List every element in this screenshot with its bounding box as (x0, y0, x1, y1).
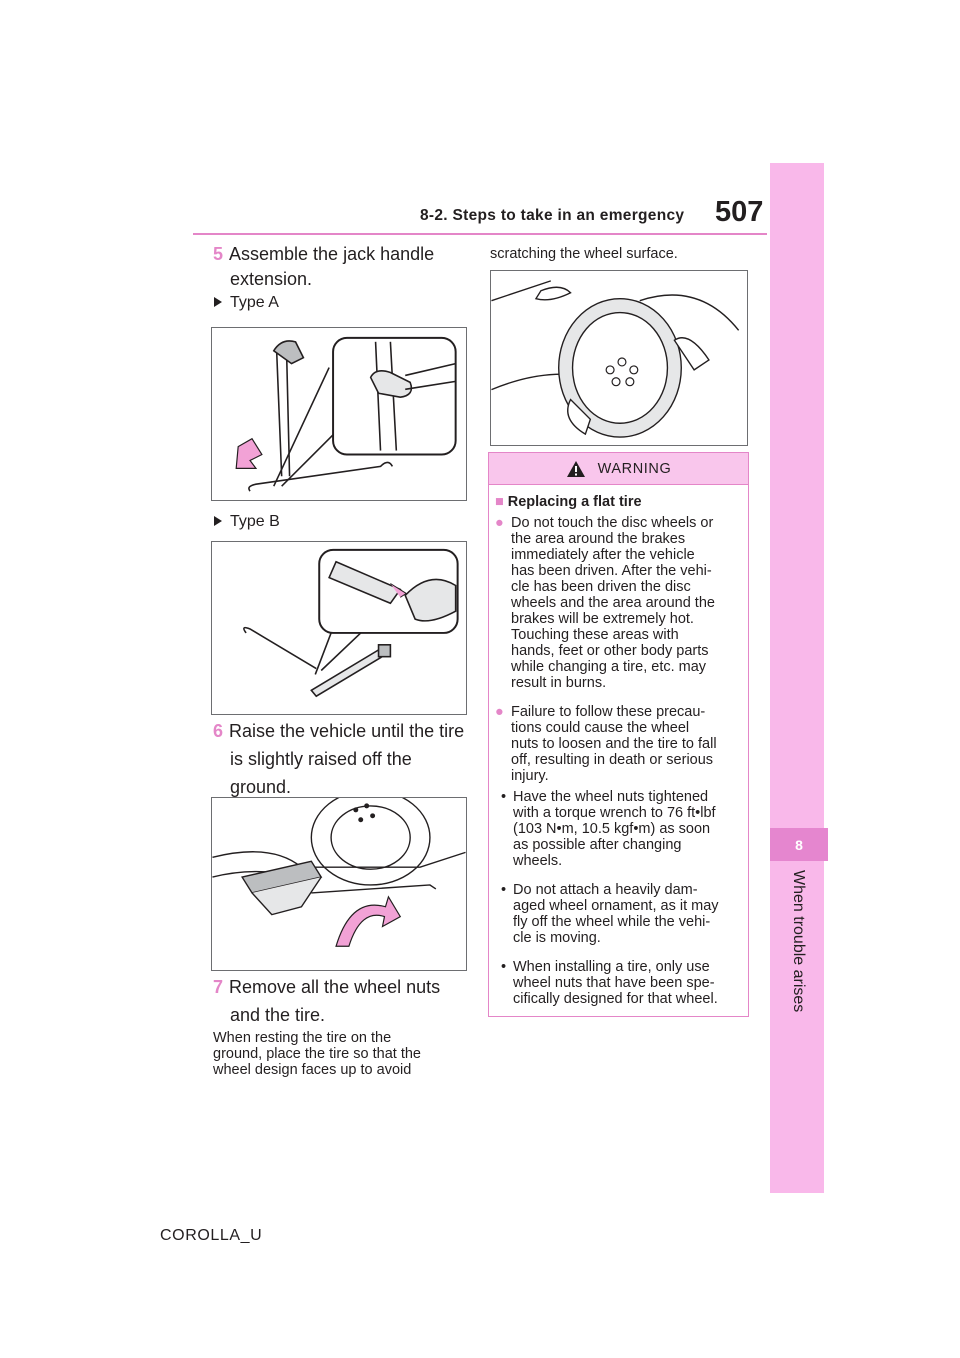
type-a-text: Type A (230, 294, 279, 311)
warning-line: wheel nuts that have been spe- (513, 975, 715, 991)
warning-line: brakes will be extremely hot. (511, 611, 694, 627)
warning-line: aged wheel ornament, as it may (513, 898, 719, 914)
circle-bullet-icon: ● (495, 704, 504, 720)
warning-line: hands, feet or other body parts (511, 643, 709, 659)
tire-note: When resting the tire on the ground, pla… (213, 1030, 468, 1078)
note-line: ground, place the tire so that the (213, 1046, 421, 1062)
warning-line: When installing a tire, only use (513, 959, 710, 975)
warning-line: off, resulting in death or serious (511, 752, 714, 768)
warning-line: tions could cause the wheel (511, 720, 690, 736)
warning-line: Failure to follow these precau- (511, 704, 706, 720)
tire-note-continued: scratching the wheel surface. (490, 246, 678, 262)
warning-line: result in burns. (511, 675, 607, 691)
warning-section-title: ■Replacing a flat tire (495, 494, 742, 510)
note-line: When resting the tire on the (213, 1030, 392, 1046)
warning-section-text: Replacing a flat tire (507, 494, 642, 510)
step-text: is slightly raised off the (230, 749, 412, 769)
warning-bullet-torque: • Have the wheel nuts tightened with a t… (495, 789, 742, 869)
wheel-on-ground-illustration (491, 280, 740, 438)
step-text: Remove all the wheel nuts (229, 977, 441, 997)
step-number: 6 (213, 721, 224, 741)
warning-box: WARNING ■Replacing a flat tire ● Do not … (488, 452, 749, 1017)
warning-line: while changing a tire, etc. may (511, 659, 707, 675)
figure-tire-placement (490, 270, 748, 446)
bullet-dot-icon: • (501, 959, 507, 975)
warning-line: Do not attach a heavily dam- (513, 882, 698, 898)
step-text: extension. (230, 269, 313, 289)
warning-line: Do not touch the disc wheels or (511, 515, 714, 531)
warning-line: nuts to loosen and the tire to fall (511, 736, 717, 752)
figure-type-b (211, 541, 467, 715)
step-text: Assemble the jack handle (229, 244, 435, 264)
warning-line: Touching these areas with (511, 627, 679, 643)
chapter-number[interactable]: 8 (770, 828, 828, 861)
warning-line: fly off the wheel while the vehi- (513, 914, 711, 930)
bullet-dot-icon: • (501, 789, 507, 805)
warning-title: WARNING (597, 460, 672, 477)
warning-line: (103 N•m, 10.5 kgf•m) as soon (513, 821, 711, 837)
figure-raise-vehicle (211, 797, 467, 971)
warning-line: the area around the brakes (511, 531, 686, 547)
jack-handle-type-a-illustration (235, 336, 457, 492)
step-text: and the tire. (230, 1005, 326, 1025)
warning-header: WARNING (489, 453, 748, 485)
warning-line: cifically designed for that wheel. (513, 991, 718, 1007)
jack-handle-type-b-illustration (243, 548, 459, 698)
note-line: wheel design faces up to avoid (213, 1062, 412, 1078)
warning-line: with a torque wrench to 76 ft•lbf (513, 805, 716, 821)
warning-line: injury. (511, 768, 549, 784)
section-title: 8-2. Steps to take in an emergency (420, 207, 685, 224)
bullet-dot-icon: • (501, 882, 507, 898)
header-rule (193, 233, 767, 235)
step-number: 7 (213, 977, 224, 997)
step-text: Raise the vehicle until the tire (229, 721, 465, 741)
warning-item-precautions: ● Failure to follow these precau- tions … (495, 704, 742, 784)
warning-line: cle is moving. (513, 930, 601, 946)
figure-type-a (211, 327, 467, 501)
page-number: 507 (715, 196, 764, 228)
warning-line: immediately after the vehicle (511, 547, 695, 563)
step-number: 5 (213, 244, 224, 264)
step-text: ground. (230, 777, 292, 797)
warning-line: cle has been driven the disc (511, 579, 691, 595)
warning-triangle-icon (566, 460, 585, 477)
type-b-label: Type B (214, 513, 280, 531)
triangle-bullet-icon (214, 516, 222, 526)
circle-bullet-icon: ● (495, 515, 504, 531)
warning-line: Have the wheel nuts tightened (513, 789, 709, 805)
type-b-text: Type B (230, 513, 280, 530)
type-a-label: Type A (214, 294, 279, 312)
warning-line: has been driven. After the vehi- (511, 563, 712, 579)
warning-bullet-wheel-nuts: • When installing a tire, only use wheel… (495, 959, 742, 1007)
footer-model: COROLLA_U (160, 1227, 263, 1244)
triangle-bullet-icon (214, 297, 222, 307)
warning-line: wheels. (513, 853, 563, 869)
warning-line: wheels and the area around the (511, 595, 715, 611)
chapter-title: When trouble arises (790, 870, 807, 1013)
warning-bullet-ornament: • Do not attach a heavily dam- aged whee… (495, 882, 742, 946)
chapter-tab-strip (770, 163, 824, 1193)
square-bullet-icon: ■ (495, 494, 504, 510)
warning-item-hot-brakes: ● Do not touch the disc wheels or the ar… (495, 515, 742, 691)
jack-raising-vehicle-illustration (212, 798, 466, 947)
warning-line: as possible after changing (513, 837, 682, 853)
